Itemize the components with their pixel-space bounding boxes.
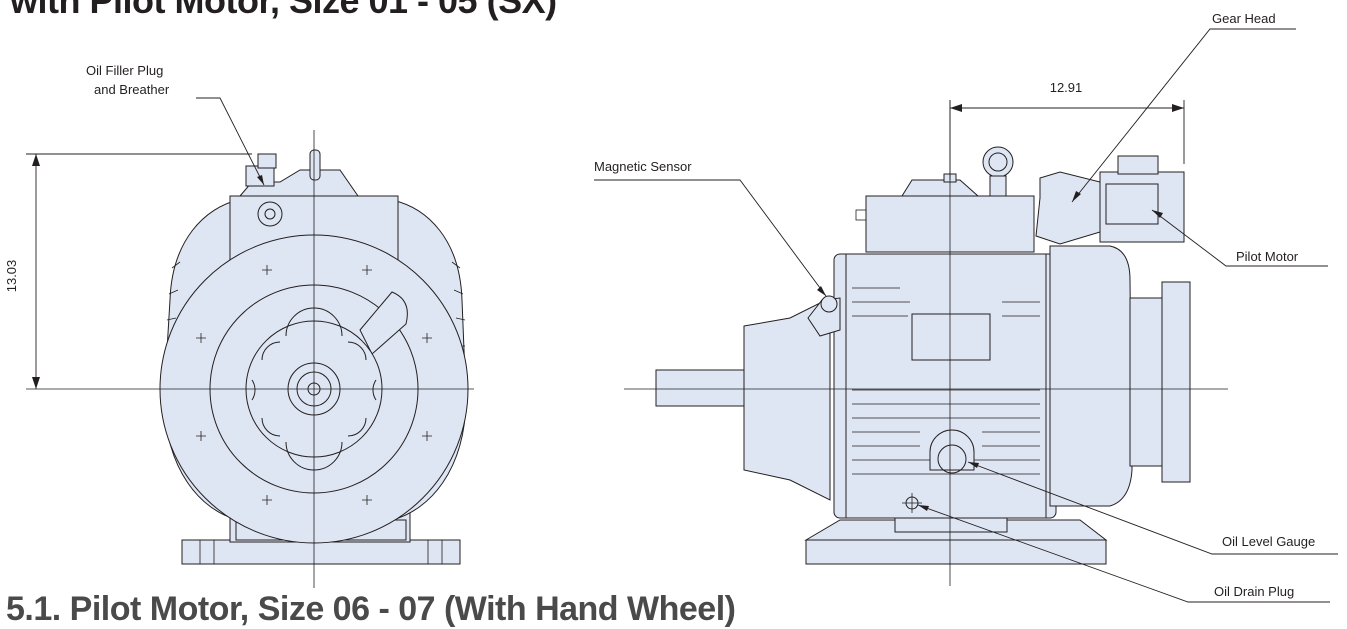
drawing-canvas: 13.03 Oil Filler Plug and Breather — [4, 11, 1338, 603]
dimension-height-label: 13.03 — [4, 260, 19, 293]
height-dimension — [26, 153, 252, 389]
oil-level-gauge-label: Oil Level Gauge — [1222, 534, 1315, 549]
page-title-bottom: 5.1. Pilot Motor, Size 06 - 07 (With Han… — [6, 590, 736, 628]
side-view — [624, 100, 1228, 586]
oil-drain-plug-label: Oil Drain Plug — [1214, 584, 1294, 599]
dimension-width-label: 12.91 — [1050, 80, 1083, 95]
page-title-top: with Pilot Motor, Size 01 - 05 (SX) — [10, 0, 557, 21]
oil-filler-label-line1: Oil Filler Plug — [86, 63, 163, 78]
front-view — [26, 130, 474, 588]
oil-filler-label-line2: and Breather — [94, 82, 170, 97]
gear-head-label: Gear Head — [1212, 11, 1276, 26]
magnetic-sensor-label: Magnetic Sensor — [594, 159, 692, 174]
pilot-motor-label: Pilot Motor — [1236, 249, 1299, 264]
width-dimension — [949, 100, 1185, 180]
